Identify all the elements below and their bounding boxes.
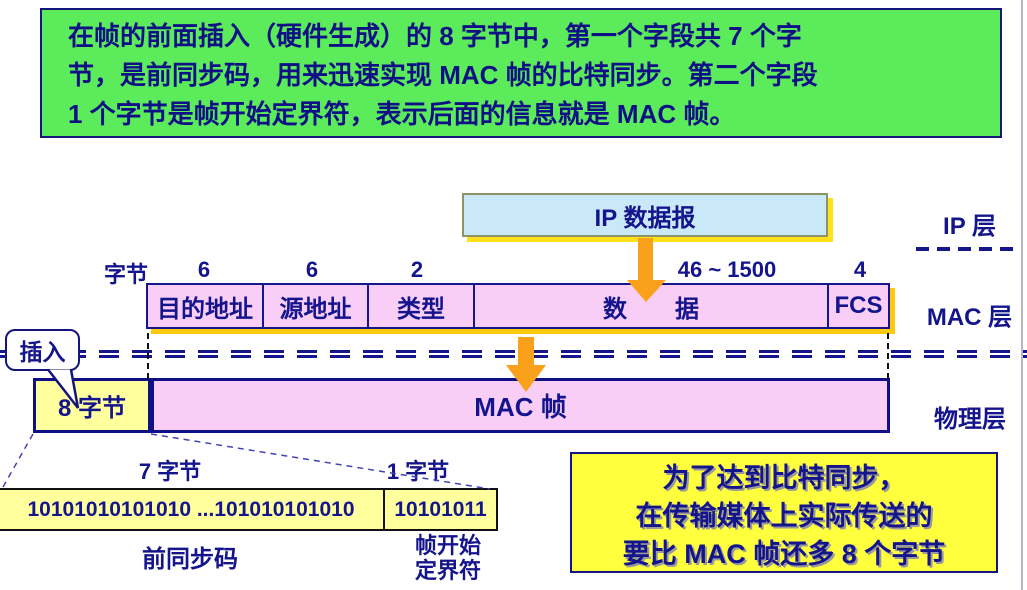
preamble-caption: 前同步码 xyxy=(142,546,238,573)
field-fcs-label: FCS xyxy=(834,292,883,319)
field-destination-address-label: 目的地址 xyxy=(157,295,253,323)
mac-frame-fields-row: 目的地址 源地址 类型 数 据 FCS xyxy=(146,283,890,329)
top-note-line-1: 在帧的前面插入（硬件生成）的 8 字节中，第一个字段共 7 个字 xyxy=(68,21,802,51)
byte-unit-label: 字节 xyxy=(103,262,148,287)
mac-frame-box: MAC 帧 xyxy=(151,378,890,433)
field-type: 类型 xyxy=(367,285,473,327)
field-source-address: 源地址 xyxy=(262,285,367,327)
slide-edge-line xyxy=(1021,0,1023,590)
preamble-length-label: 7 字节 xyxy=(138,459,202,484)
separator-dash-bottom xyxy=(0,355,1027,358)
insert-callout: 插入 xyxy=(5,329,80,371)
preamble-8byte-label: 8 字节 xyxy=(57,395,126,422)
separator-dash-top xyxy=(0,350,1027,353)
sfd-caption: 帧开始 定界符 xyxy=(398,533,498,583)
ip-layer-label: IP 层 xyxy=(943,213,996,240)
type-bytes: 2 xyxy=(410,257,424,282)
field-destination-address: 目的地址 xyxy=(148,285,262,327)
sfd-caption-line-1: 帧开始 xyxy=(414,533,481,558)
sfd-bits-cell: 10101011 xyxy=(383,490,496,529)
fcs-bytes: 4 xyxy=(853,257,867,282)
preamble-bits: 10101010101010 ...101010101010 xyxy=(27,497,355,521)
sfd-caption-line-2: 定界符 xyxy=(414,558,481,583)
top-note-line-3: 1 个字节是帧开始定界符，表示后面的信息就是 MAC 帧。 xyxy=(68,99,736,129)
field-data-label: 数 据 xyxy=(603,295,699,323)
preamble-bits-cell: 10101010101010 ...101010101010 xyxy=(0,490,383,529)
sfd-bits: 10101011 xyxy=(394,497,487,521)
insert-callout-label: 插入 xyxy=(19,339,66,365)
field-type-label: 类型 xyxy=(397,295,445,323)
src-addr-bytes: 6 xyxy=(305,257,319,282)
field-fcs: FCS xyxy=(827,285,888,327)
dest-addr-bytes: 6 xyxy=(197,257,211,282)
physical-layer-label: 物理层 xyxy=(934,406,1006,433)
preamble-8byte-box: 8 字节 xyxy=(33,378,151,433)
bottom-note: 为了达到比特同步， 在传输媒体上实际传送的 要比 MAC 帧还多 8 个字节 xyxy=(570,452,998,573)
bottom-note-line-1: 为了达到比特同步， xyxy=(662,463,906,493)
bottom-note-line-3: 要比 MAC 帧还多 8 个字节 xyxy=(622,539,946,569)
mac-layer-label: MAC 层 xyxy=(926,304,1013,331)
sfd-length-label: 1 字节 xyxy=(386,459,450,484)
ip-datagram-label: IP 数据报 xyxy=(594,204,696,232)
top-note-line-2: 节，是前同步码，用来迅速实现 MAC 帧的比特同步。第二个字段 xyxy=(68,60,818,90)
data-bytes: 46 ~ 1500 xyxy=(677,257,777,282)
expansion-dashed-line-left xyxy=(2,433,34,488)
field-source-address-label: 源地址 xyxy=(279,295,352,323)
field-data: 数 据 xyxy=(473,285,827,327)
ip-datagram-box: IP 数据报 xyxy=(462,193,828,237)
top-note: 在帧的前面插入（硬件生成）的 8 字节中，第一个字段共 7 个字 节，是前同步码… xyxy=(40,8,1002,138)
bottom-note-line-2: 在传输媒体上实际传送的 xyxy=(635,501,933,531)
mac-frame-box-label: MAC 帧 xyxy=(474,392,567,422)
mac-physical-separator-line xyxy=(0,350,1027,359)
bit-pattern-box: 10101010101010 ...101010101010 10101011 xyxy=(0,488,498,531)
